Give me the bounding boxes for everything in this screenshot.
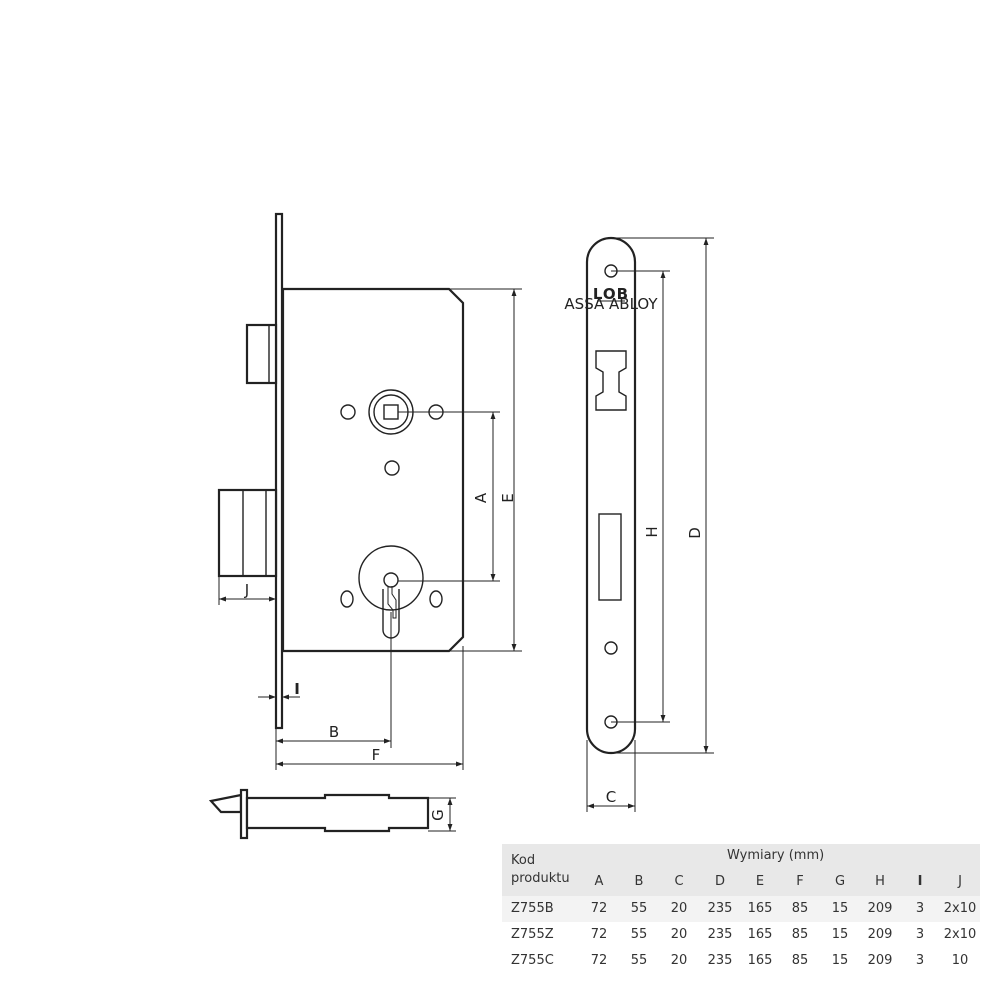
dimension-label-i: I — [294, 680, 300, 698]
table-cell: 2x10 — [943, 901, 977, 916]
dimension-label-h: H — [643, 526, 661, 537]
lock-case — [281, 287, 465, 653]
product-code: Z755B — [511, 901, 554, 916]
product-code: Z755Z — [511, 927, 554, 942]
dimension-e: E — [449, 288, 522, 652]
dimension-d: D — [611, 237, 714, 754]
product-code: Z755C — [511, 953, 554, 968]
screw-hole — [604, 641, 618, 655]
dimension-label-g: G — [429, 809, 447, 821]
dimension-a: A — [398, 411, 500, 582]
dimensions-header: Wymiary (mm) — [727, 848, 825, 863]
table-cell: 20 — [670, 901, 688, 916]
bolt-bottom-view — [208, 788, 430, 840]
face-plate-view: LOB ASSA ABLOY — [564, 236, 658, 755]
table-cell: 165 — [747, 927, 773, 942]
table-cell: 15 — [831, 953, 849, 968]
fixing-hole — [429, 590, 443, 608]
dimension-label-a: A — [472, 492, 490, 503]
dimension-g: G — [428, 797, 456, 832]
table-cell: 55 — [630, 953, 648, 968]
brand-logo-text: LOB — [593, 285, 629, 303]
dimension-label-b: B — [329, 723, 339, 741]
deadbolt-opening — [598, 513, 622, 601]
table-cell: 3 — [915, 927, 925, 942]
column-header: D — [714, 874, 725, 889]
table-cell: 85 — [791, 953, 809, 968]
table-header — [502, 844, 980, 896]
table-cell: 72 — [590, 901, 608, 916]
table-cell: 15 — [831, 901, 849, 916]
fixing-hole — [384, 460, 400, 476]
dimension-c: C — [586, 740, 636, 812]
table-cell: 165 — [747, 953, 773, 968]
table-cell: 165 — [747, 901, 773, 916]
latch-bevel — [208, 793, 243, 814]
column-header: I — [917, 874, 923, 889]
dimension-h: H — [611, 270, 670, 723]
latch-opening — [595, 350, 627, 411]
product-code-header-line2: produktu — [511, 871, 570, 886]
dimension-label-f: F — [372, 746, 381, 764]
table-cell: 10 — [951, 953, 969, 968]
column-header: A — [594, 874, 604, 889]
dead-bolt — [217, 488, 278, 578]
table-cell: 235 — [707, 927, 733, 942]
table-cell: 55 — [630, 901, 648, 916]
table-cell: 20 — [670, 953, 688, 968]
column-header: B — [634, 874, 644, 889]
table-cell: 209 — [867, 953, 893, 968]
table-cell: 2x10 — [943, 927, 977, 942]
brand-subtext: ASSA ABLOY — [564, 295, 658, 313]
table-cell: 235 — [707, 953, 733, 968]
dimension-f: F — [276, 646, 464, 770]
latch-bolt — [245, 323, 278, 385]
fixing-hole — [340, 590, 354, 608]
table-cell: 209 — [867, 901, 893, 916]
table-cell: 15 — [831, 927, 849, 942]
fixing-hole — [340, 404, 356, 420]
table-cell: 72 — [590, 927, 608, 942]
face-plate-outline — [585, 236, 637, 755]
table-cell: 209 — [867, 927, 893, 942]
key-profile — [387, 586, 397, 619]
column-header: H — [875, 874, 885, 889]
column-header: C — [674, 874, 684, 889]
table-cell: 72 — [590, 953, 608, 968]
table-cell: 3 — [915, 953, 925, 968]
dimensions-table: Kod produktu Wymiary (mm) A B C D E F G … — [502, 844, 980, 974]
column-header: F — [796, 874, 804, 889]
brand-logo: LOB ASSA ABLOY — [564, 285, 658, 313]
cylinder-rosette — [358, 545, 424, 611]
dimension-label-c: C — [606, 788, 616, 806]
lock-body-edge — [245, 793, 430, 833]
lock-front-view — [217, 212, 465, 730]
column-header: J — [958, 874, 962, 889]
product-code-header: Kod produktu — [511, 852, 570, 888]
dimension-label-j: J — [244, 581, 249, 599]
dimension-j: J — [218, 576, 276, 605]
table-cell: 20 — [670, 927, 688, 942]
table-cell: 235 — [707, 901, 733, 916]
table-cell: 3 — [915, 901, 925, 916]
dimension-b: B — [276, 612, 392, 748]
dimension-label-e: E — [499, 493, 517, 502]
column-header: E — [755, 874, 765, 889]
face-plate — [274, 212, 284, 730]
table-cell: 85 — [791, 927, 809, 942]
table-row-band — [502, 896, 980, 922]
product-code-header-line1: Kod — [511, 853, 536, 868]
table-cell: 85 — [791, 901, 809, 916]
dimension-label-d: D — [686, 527, 704, 539]
table-cell: 55 — [630, 927, 648, 942]
column-header: G — [834, 874, 846, 889]
